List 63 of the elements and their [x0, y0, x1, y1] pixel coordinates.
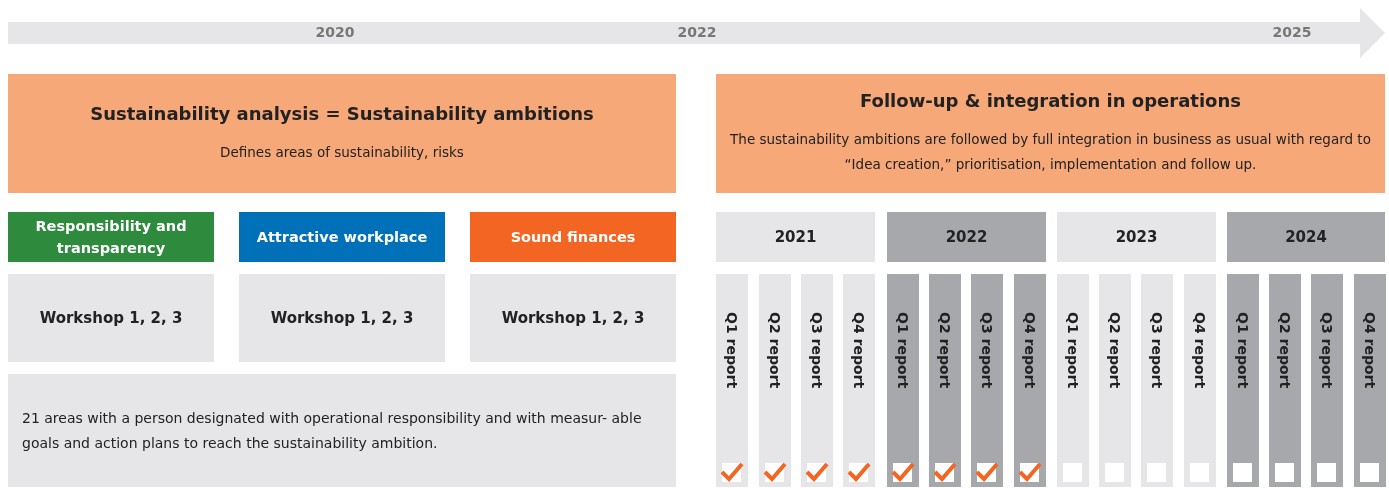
quarter-label: Q2 report: [1277, 312, 1293, 389]
workshop-box: [470, 274, 676, 362]
quarter-label: Q4 report: [1022, 312, 1038, 389]
quarter-label: Q1 report: [1065, 312, 1081, 389]
quarter-column: [929, 274, 961, 487]
workshop-box: [8, 274, 214, 362]
quarter-label: Q2 report: [937, 312, 953, 389]
category-header: [239, 212, 445, 262]
quarter-column: [1057, 274, 1089, 487]
year-label: 2023: [1115, 228, 1158, 246]
panel-title: Sustainability analysis = Sustainability ambitions: [90, 102, 594, 124]
quarter-label: Q3 report: [809, 312, 825, 389]
quarter-label: Q2 report: [767, 312, 783, 389]
quarter-label: Q3 report: [1319, 312, 1335, 389]
quarter-column: [1184, 274, 1216, 487]
timeline-year: 2025: [1272, 24, 1312, 40]
header-panel: [8, 74, 676, 193]
panel-title: Follow-up & integration in operations: [860, 90, 1241, 111]
year-label: 2022: [945, 228, 988, 246]
quarter-column: [887, 274, 919, 487]
quarter-column: [1227, 274, 1259, 487]
quarter-column: [971, 274, 1003, 487]
category-title: Attractive workplace: [256, 228, 428, 247]
quarter-column: [716, 274, 748, 487]
quarter-column: [1354, 274, 1386, 487]
quarter-column: [1014, 274, 1046, 487]
timeline-year: 2022: [677, 24, 717, 40]
timeline-year: 2020: [315, 24, 355, 40]
workshop-label: Workshop 1, 2, 3: [501, 309, 645, 327]
quarter-column: [1269, 274, 1301, 487]
panel-description: The sustainability ambitions are followed by full integration in business as usual with regard to “Idea creation,” prioritisation, implementation and follow up.: [729, 130, 1372, 174]
year-box: [1057, 212, 1216, 262]
quarter-label: Q3 report: [979, 312, 995, 389]
year-box: [887, 212, 1046, 262]
year-box: [1227, 212, 1385, 262]
quarter-label: Q4 report: [851, 312, 867, 389]
quarter-column: [1141, 274, 1173, 487]
quarter-column: [759, 274, 791, 487]
quarter-column: [843, 274, 875, 487]
note-text: 21 areas with a person designated with operational responsibility and with measur- able goals and action plans to reach the sustainability ambition.: [22, 408, 643, 453]
category-header: [470, 212, 676, 262]
quarter-label: Q1 report: [724, 312, 740, 389]
quarter-label: Q2 report: [1107, 312, 1123, 389]
workshop-box: [239, 274, 445, 362]
category-title: Sound finances: [510, 228, 636, 247]
header-panel: [716, 74, 1385, 193]
year-label: 2024: [1285, 228, 1327, 246]
quarter-label: Q4 report: [1192, 312, 1208, 389]
workshop-label: Workshop 1, 2, 3: [39, 309, 183, 327]
quarter-label: Q4 report: [1362, 312, 1378, 389]
note-box: [8, 374, 676, 487]
category-title: Responsibility and transparency: [34, 217, 188, 258]
quarter-column: [1099, 274, 1131, 487]
year-label: 2021: [774, 228, 817, 246]
quarter-column: [801, 274, 833, 487]
quarter-label: Q1 report: [895, 312, 911, 389]
category-header: [8, 212, 214, 262]
quarter-label: Q1 report: [1235, 312, 1251, 389]
workshop-label: Workshop 1, 2, 3: [270, 309, 414, 327]
quarter-column: [1311, 274, 1343, 487]
quarter-label: Q3 report: [1149, 312, 1165, 389]
panel-description: Defines areas of sustainability, risks: [220, 142, 464, 162]
year-box: [716, 212, 875, 262]
